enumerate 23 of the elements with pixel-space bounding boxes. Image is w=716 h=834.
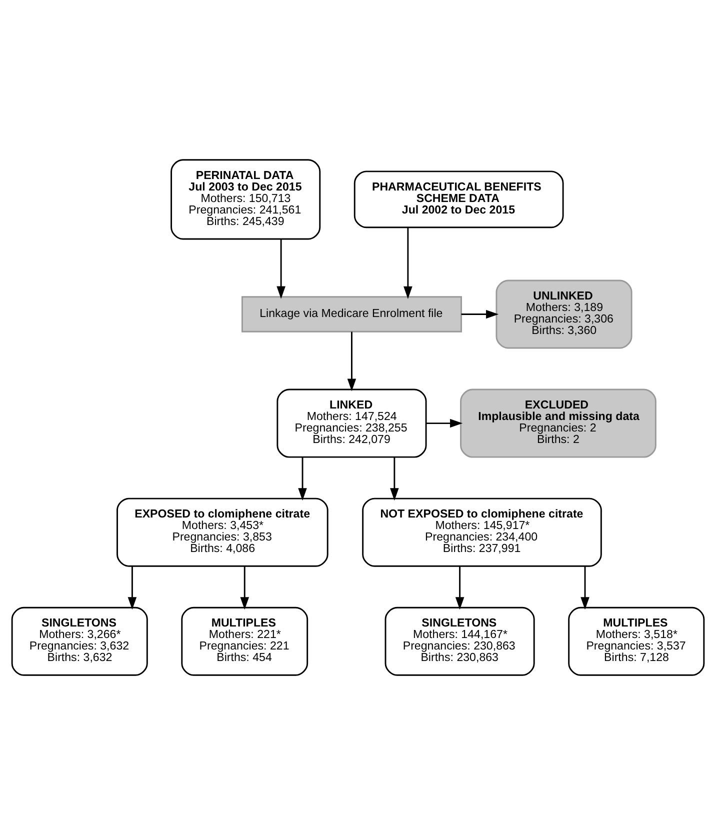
node-box: LINKED Mothers: 147,524 Pregnancies: 238,255 Births: 242,079 (276, 388, 427, 458)
arrow (461, 309, 499, 318)
node-box: MULTIPLES Mothers: 221* Pregnancies: 221 Births: 454 (181, 606, 308, 676)
node-box: SINGLETONS Mothers: 144,167* Pregnancies: 230,863 Births: 230,863 (384, 606, 535, 676)
node-box: MULTIPLES Mothers: 3,518* Pregnancies: 3,537 Births: 7,128 (568, 606, 705, 676)
arrow (298, 456, 307, 500)
node-box: UNLINKED Mothers: 3,189 Pregnancies: 3,306 Births: 3,360 (496, 279, 632, 348)
arrow (240, 566, 250, 610)
node-box: NOT EXPOSED to clomiphene citrate Mothers: 145,917* Pregnancies: 234,400 Births: 237,991 (362, 497, 602, 566)
arrow (404, 227, 412, 298)
arrow (276, 238, 286, 298)
arrow (390, 456, 399, 500)
node-box: PERINATAL DATA Jul 2003 to Dec 2015 Mothers: 150,713 Pregnancies: 241,561 Births: 245,439 (170, 158, 321, 240)
node-box: Linkage via Medicare Enrolment file (241, 296, 462, 332)
node-box: PHARMACEUTICAL BENEFITS SCHEME DATA Jul 2002 to Dec 2015 (354, 170, 564, 228)
node-box: EXCLUDED Implausible and missing data Pregnancies: 2 Births: 2 (460, 388, 656, 458)
arrow (128, 566, 137, 610)
arrow (347, 331, 356, 391)
arrow (580, 566, 590, 610)
arrow (426, 418, 463, 428)
arrow (455, 566, 464, 610)
node-box: EXPOSED to clomiphene citrate Mothers: 3,453* Pregnancies: 3,853 Births: 4,086 (116, 497, 328, 566)
node-box: SINGLETONS Mothers: 3,266* Pregnancies: 3,632 Births: 3,632 (11, 606, 148, 676)
